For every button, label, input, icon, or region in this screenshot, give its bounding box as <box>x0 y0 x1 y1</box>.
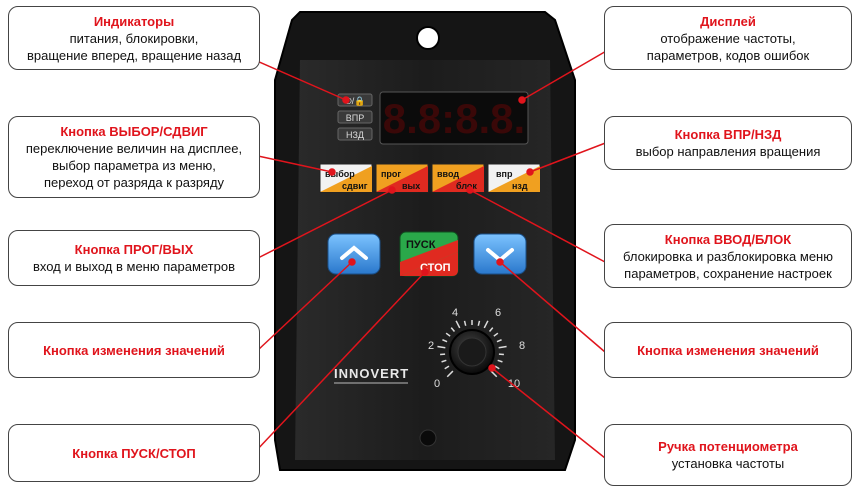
dial-tick <box>497 359 503 363</box>
callout-display-desc-2: параметров, кодов ошибок <box>646 47 810 63</box>
dial-tick <box>437 345 446 349</box>
lock-label: блок <box>456 181 477 191</box>
up-button[interactable] <box>327 233 381 275</box>
callout-select-shift-title: Кнопка ВЫБОР/СДВИГ <box>60 124 208 139</box>
select-label: выбор <box>325 169 355 179</box>
seven-segment-display <box>379 91 529 145</box>
fwd-label: впр <box>496 169 513 179</box>
callout-start-stop: Кнопка ПУСК/СТОП <box>8 424 260 482</box>
callout-enter-lock-desc-2: параметров, сохранение настроек <box>624 265 832 281</box>
fwd-rev-button[interactable]: впр нзд <box>487 163 541 193</box>
dial-label-10: 10 <box>508 378 520 390</box>
led-forward <box>337 110 373 124</box>
dial-label-8: 8 <box>519 340 525 352</box>
callout-indicators: Индикаторы питания, блокировки, вращение… <box>8 6 260 70</box>
callout-change-right: Кнопка изменения значений <box>604 322 852 378</box>
enter-lock-button[interactable]: ввод блок <box>431 163 485 193</box>
callout-prog-exit: Кнопка ПРОГ/ВЫХ вход и выход в меню пара… <box>8 230 260 286</box>
callout-change-left: Кнопка изменения значений <box>8 322 260 378</box>
dial-tick <box>442 339 448 343</box>
select-shift-button[interactable]: выбор сдвиг <box>319 163 373 193</box>
callout-fwd-rev: Кнопка ВПР/НЗД выбор направления вращени… <box>604 116 852 170</box>
callout-fwd-rev-desc-1: выбор направления вращения <box>635 144 821 159</box>
callout-prog-exit-title: Кнопка ПРОГ/ВЫХ <box>74 242 194 257</box>
prog-label: прог <box>381 169 401 179</box>
callout-display: Дисплей отображение частоты, параметров,… <box>604 6 852 70</box>
callout-enter-lock-title: Кнопка ВВОД/БЛОК <box>664 231 792 247</box>
callout-display-desc-1: отображение частоты, <box>660 30 796 46</box>
callout-select-shift-desc-2: выбор параметра из меню, <box>52 158 216 173</box>
display-digits: 8.8:8.8. <box>383 95 525 142</box>
mount-hole-icon <box>416 26 440 50</box>
dial-tick <box>441 359 447 363</box>
start-stop-button[interactable]: ПУСК СТОП <box>399 231 459 277</box>
callout-fwd-rev-title: Кнопка ВПР/НЗД <box>674 127 782 142</box>
potentiometer-knob[interactable] <box>449 329 495 375</box>
callout-potentiometer-title: Ручка потенциометра <box>658 439 798 454</box>
dial-tick <box>483 320 489 329</box>
dial-tick <box>445 332 451 337</box>
dial-tick <box>493 332 499 337</box>
callout-indicators-title: Индикаторы <box>93 13 175 29</box>
callout-start-stop-title: Кнопка ПУСК/СТОП <box>72 445 196 461</box>
callout-enter-lock: Кнопка ВВОД/БЛОК блокировка и разблокиро… <box>604 224 852 288</box>
dial-label-2: 2 <box>428 340 434 352</box>
shift-label: сдвиг <box>342 181 368 191</box>
led-reverse-label: НЗД <box>346 130 364 140</box>
callout-indicators-desc-2: вращение вперед, вращение назад <box>26 47 242 63</box>
dial-tick <box>444 365 450 370</box>
start-label: ПУСК <box>406 239 436 251</box>
callout-select-shift: Кнопка ВЫБОР/СДВИГ переключение величин … <box>8 116 260 198</box>
dial-tick <box>488 327 494 332</box>
dial-tick <box>450 327 456 332</box>
led-reverse <box>337 127 373 141</box>
led-power-lock-label: ⏻/🔒 <box>345 96 366 106</box>
callout-potentiometer-desc-1: установка частоты <box>671 456 785 471</box>
prog-exit-button[interactable]: прог вых <box>375 163 429 193</box>
exit-label: вых <box>402 181 420 191</box>
led-forward-label: ВПР <box>346 113 364 123</box>
dial-label-0: 0 <box>434 378 440 390</box>
dial-tick <box>446 370 454 378</box>
callout-prog-exit-desc-1: вход и выход в меню параметров <box>32 259 236 274</box>
brand-logo: INNOVERT <box>334 366 409 381</box>
stop-label: СТОП <box>420 262 451 274</box>
callout-enter-lock-desc-1: блокировка и разблокировка меню <box>622 248 833 264</box>
callout-display-title: Дисплей <box>700 13 756 29</box>
enter-label: ввод <box>437 169 459 179</box>
callout-change-left-title: Кнопка изменения значений <box>43 342 225 358</box>
screw-icon <box>419 429 437 447</box>
rev-label: нзд <box>512 181 528 191</box>
callout-potentiometer: Ручка потенциометра установка частоты <box>604 424 852 486</box>
led-indicators: ⏻/🔒 ВПР НЗД <box>337 93 373 141</box>
callout-indicators-desc-1: питания, блокировки, <box>69 30 199 46</box>
callout-select-shift-desc-3: переход от разряда к разряду <box>43 175 225 190</box>
dial-tick <box>477 320 481 326</box>
dial-tick <box>463 320 467 326</box>
callout-change-right-title: Кнопка изменения значений <box>637 342 819 358</box>
dial-tick <box>455 320 461 329</box>
down-button[interactable] <box>473 233 527 275</box>
callout-select-shift-desc-1: переключение величин на дисплее, <box>25 141 243 156</box>
dial-label-6: 6 <box>495 307 501 319</box>
dial-label-4: 4 <box>452 307 458 319</box>
